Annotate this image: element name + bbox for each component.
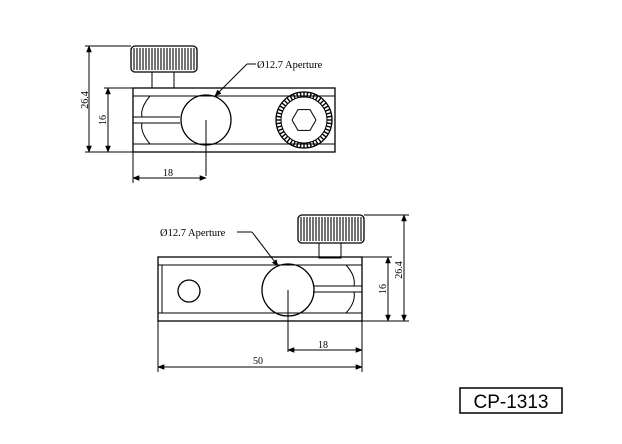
top-thumbscrew: [130, 45, 198, 89]
bottom-width-to-center: 18: [318, 340, 328, 351]
top-clamp-body: [132, 87, 336, 153]
part-number: CP-1313: [474, 392, 549, 413]
bottom-aperture-label: Ø12.7 Aperture: [160, 228, 226, 239]
top-height-total: 26.4: [80, 91, 91, 109]
bottom-height-total: 26.4: [394, 261, 405, 279]
top-aperture-label: Ø12.7 Aperture: [257, 60, 323, 71]
bottom-height-body: 16: [378, 284, 389, 294]
hex-socket-icon: [291, 109, 317, 131]
part-number-box: CP-1313: [459, 387, 563, 414]
top-width-to-center: 18: [163, 168, 173, 179]
bottom-view: 26.4 16 18 50 Ø12.7 Aperture: [157, 214, 409, 372]
bottom-thumbscrew: [297, 214, 365, 259]
top-view: 26.4 16 18 Ø12.7 Aperture: [80, 45, 336, 183]
top-height-body: 16: [98, 115, 109, 125]
bottom-clamp-body: [157, 256, 363, 322]
bottom-overall-length: 50: [253, 356, 263, 367]
bottom-mounting-hole: [177, 279, 201, 303]
top-locking-knob: [275, 91, 333, 149]
top-thumbscrew-knurl: [133, 48, 195, 70]
